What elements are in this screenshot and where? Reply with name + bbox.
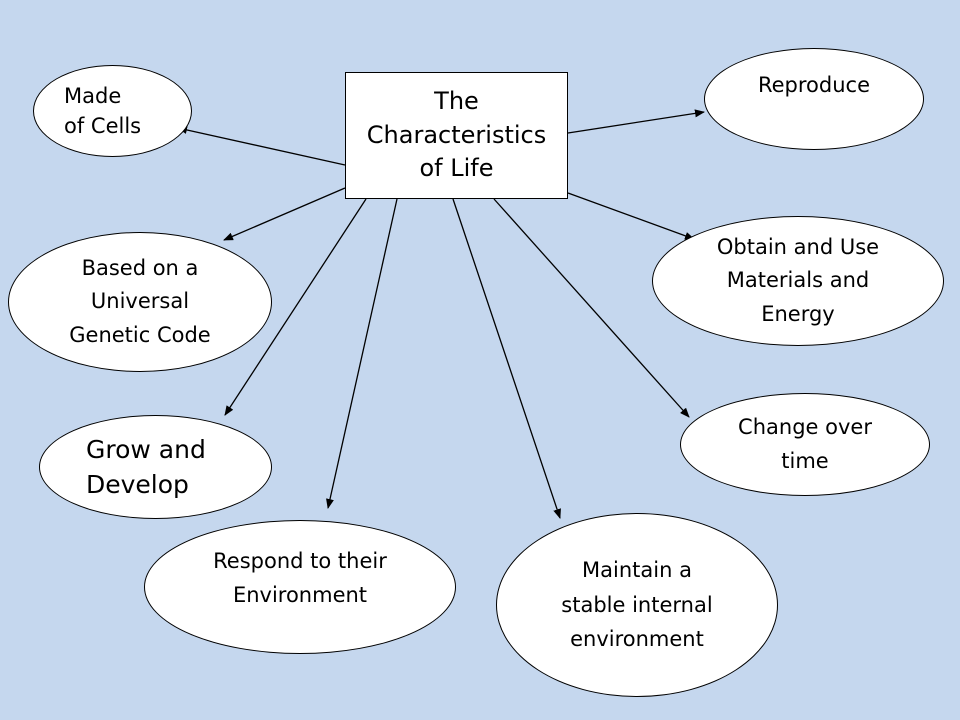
arrow-maintain: [452, 198, 561, 519]
center-node: The Characteristics of Life: [345, 72, 568, 199]
arrow-change-time: [493, 198, 690, 418]
arrow-made-of-cells: [177, 126, 346, 166]
node-change-time-label: Change over time: [738, 414, 872, 473]
node-reproduce-label: Reproduce: [757, 73, 871, 97]
node-grow-develop: Grow and Develop: [39, 415, 272, 519]
node-obtain-energy: Obtain and Use Materials and Energy: [652, 216, 944, 346]
arrow-obtain-energy: [567, 192, 695, 240]
node-maintain-label: Maintain a stable internal environment: [561, 558, 713, 652]
node-maintain: Maintain a stable internal environment: [496, 513, 778, 697]
node-respond: Respond to their Environment: [144, 520, 456, 654]
arrow-reproduce: [567, 109, 705, 134]
arrow-grow-develop: [224, 198, 367, 416]
node-universal-code-label: Based on a Universal Genetic Code: [69, 255, 211, 347]
center-node-label: The Characteristics of Life: [366, 87, 547, 183]
node-universal-code: Based on a Universal Genetic Code: [8, 232, 272, 372]
node-obtain-energy-label: Obtain and Use Materials and Energy: [716, 234, 880, 326]
arrow-respond: [326, 198, 398, 509]
node-change-time: Change over time: [680, 393, 930, 496]
node-respond-label: Respond to their Environment: [213, 549, 387, 607]
node-made-of-cells: Made of Cells: [33, 65, 192, 157]
node-grow-develop-label: Grow and Develop: [86, 435, 206, 499]
node-made-of-cells-label: Made of Cells: [64, 83, 142, 138]
arrow-universal-code: [223, 187, 346, 241]
node-reproduce: Reproduce: [704, 48, 924, 150]
